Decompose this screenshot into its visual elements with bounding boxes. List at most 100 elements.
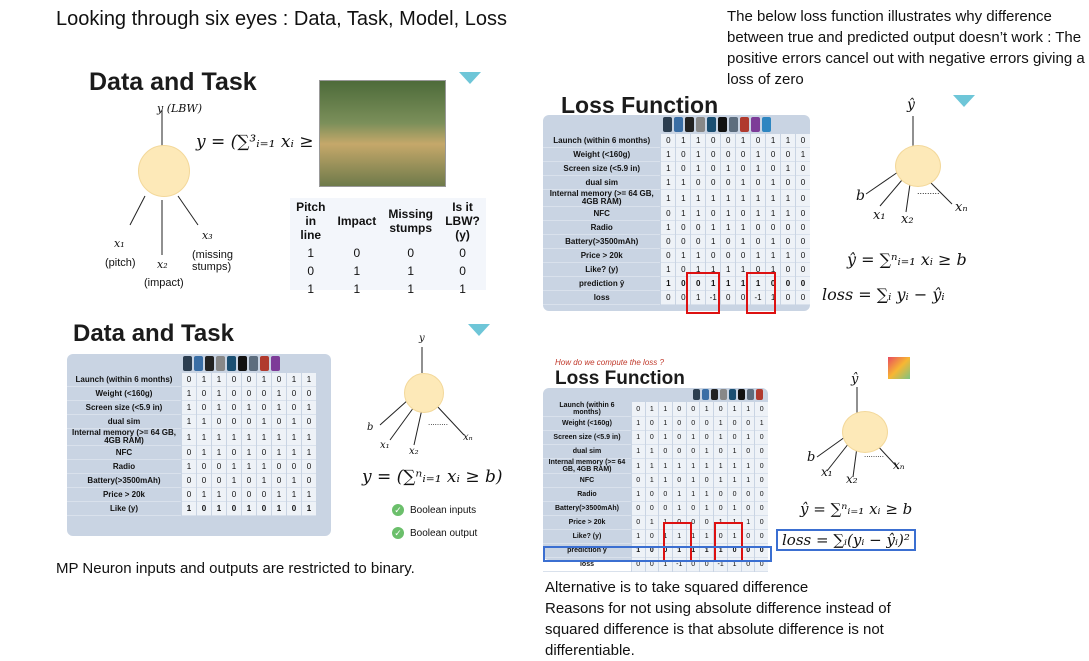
row-label: Screen size (<5.9 in) [85, 402, 163, 412]
table-cell: 0 [660, 134, 676, 148]
table-cell: 1 [660, 189, 676, 207]
table-cell: 1 [658, 529, 673, 544]
row-label: NFC [115, 447, 133, 457]
table-cell: 1 [699, 529, 714, 544]
table-cell: 0 [794, 175, 810, 190]
table-cell: 1 [690, 248, 706, 263]
table-cell: 1 [630, 430, 645, 445]
table-cell: 0 [286, 386, 302, 401]
table-cell: 1 [211, 400, 227, 415]
table-cell: 0 [630, 515, 645, 530]
table-cell: 1 [685, 487, 700, 502]
table-cell: 1 [181, 428, 197, 446]
table-cell: -1 [750, 290, 766, 305]
row-label: Internal memory (>= 64 GB, 4GB RAM) [549, 189, 654, 206]
panel3-b-label: b [367, 422, 374, 433]
panel3-caption: MP Neuron inputs and outputs are restric… [56, 560, 415, 577]
table-cell: 0 [459, 264, 466, 278]
table-cell: 0 [211, 414, 227, 429]
table-cell: 0 [765, 161, 781, 176]
panel2-neuron-diagram [865, 116, 953, 213]
row-label: Battery(>3500mAh) [87, 475, 161, 485]
panel4-subtitle: How do we compute the loss ? [555, 358, 664, 367]
panel3-neuron [404, 373, 444, 413]
table-cell: 1 [699, 487, 714, 502]
table-cell: 0 [712, 487, 728, 502]
table-cell: 1 [271, 400, 287, 415]
panel2-b-label: b [856, 188, 865, 204]
table-cell: 1 [712, 416, 728, 431]
table-cell: 0 [712, 529, 728, 544]
table-cell: 0 [301, 459, 316, 474]
table-cell: 1 [301, 501, 316, 516]
table-cell: 1 [271, 487, 287, 502]
table-cell: 0 [754, 529, 768, 544]
table-cell: 1 [301, 400, 316, 415]
bool-output-label: Boolean output [410, 528, 478, 539]
table-cell: 1 [794, 147, 810, 162]
table-cell: 0 [675, 161, 691, 176]
panel3-neuron-diagram [379, 347, 465, 446]
logo-icon [953, 95, 975, 107]
table-cell: 0 [754, 444, 768, 459]
table-cell: 0 [286, 400, 302, 415]
table-cell: 1 [211, 373, 227, 387]
panel4-neuron [842, 411, 888, 453]
table-cell: 0 [794, 234, 810, 249]
table-cell: 0 [690, 276, 706, 291]
table-cell: 1 [685, 430, 700, 445]
table-cell: 1 [256, 373, 272, 387]
table-cell: 0 [705, 147, 721, 162]
table-cell: 1 [211, 428, 227, 446]
phone-images-row [543, 388, 768, 402]
phone-image [696, 117, 705, 132]
table-cell: 1 [286, 487, 302, 502]
row-label: dual sim [107, 416, 141, 426]
table-cell: 1 [780, 189, 796, 207]
table-cell: 1 [765, 206, 781, 221]
panel2-dots: ......... [917, 186, 940, 196]
row-label: prediction ŷ [579, 278, 625, 288]
table-cell: 1 [301, 428, 316, 446]
table-cell: 1 [735, 234, 751, 249]
row-label: Launch (within 6 months) [559, 402, 615, 416]
table-cell: 0 [353, 246, 361, 260]
panel4-x2-label: x₂ [846, 472, 858, 486]
table-cell: 1 [675, 134, 691, 148]
table-cell: 0 [286, 459, 302, 474]
table-cell: 1 [705, 276, 721, 291]
table-cell: 1 [754, 416, 768, 431]
table-cell: 0 [226, 400, 242, 415]
table-cell: 1 [660, 147, 676, 162]
panel4-dots: ......... [864, 450, 885, 459]
table-cell: 0 [196, 473, 212, 488]
table-cell: 1 [644, 402, 659, 417]
table-cell: 0 [740, 501, 755, 516]
phone-image [238, 356, 247, 371]
table-cell: 1 [286, 414, 302, 429]
table-cell: 1 [226, 428, 242, 446]
table-cell: 0 [196, 400, 212, 415]
table-cell: 0 [705, 206, 721, 221]
phone-image [194, 356, 203, 371]
table-cell: 0 [671, 430, 687, 445]
table-cell: 1 [181, 414, 197, 429]
table-cell: 0 [658, 501, 673, 516]
stack-logo-icon [888, 357, 910, 379]
table-cell: 1 [675, 206, 691, 221]
row-label: loss [593, 292, 610, 302]
table-cell: 1 [671, 501, 687, 516]
table-cell: 1 [690, 290, 706, 305]
phone-image [227, 356, 236, 371]
table-cell: 1 [765, 234, 781, 249]
